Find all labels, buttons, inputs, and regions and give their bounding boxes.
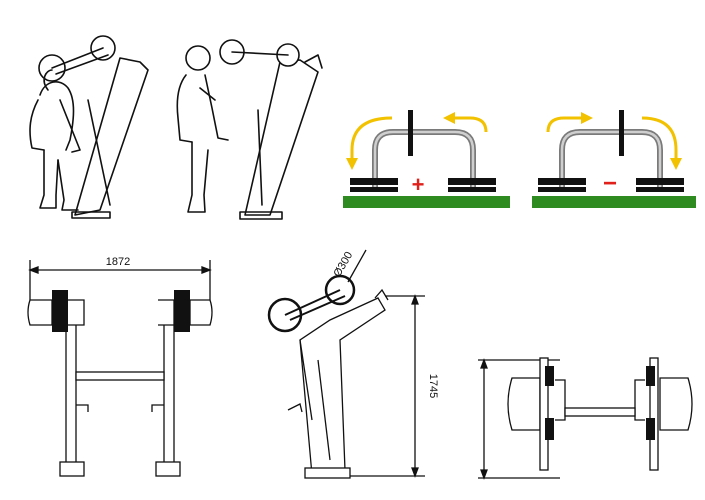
user-figure-side-standing xyxy=(176,39,323,220)
top-view-drawing xyxy=(478,357,693,480)
user-figure-front-leaning xyxy=(29,35,149,219)
side-view-drawing: 1745 Ø300 xyxy=(267,249,439,479)
ground-bar xyxy=(532,196,696,208)
minus-symbol: − xyxy=(603,170,617,197)
ground-bar xyxy=(343,196,510,208)
height-dimension-label: 1745 xyxy=(427,374,439,398)
rotation-diagram-plus: + xyxy=(343,110,510,208)
plus-symbol: + xyxy=(412,172,425,197)
width-dimension-label: 1872 xyxy=(106,256,130,268)
front-view-drawing: 1872 xyxy=(27,256,213,477)
rotation-diagram-minus: − xyxy=(532,110,696,208)
